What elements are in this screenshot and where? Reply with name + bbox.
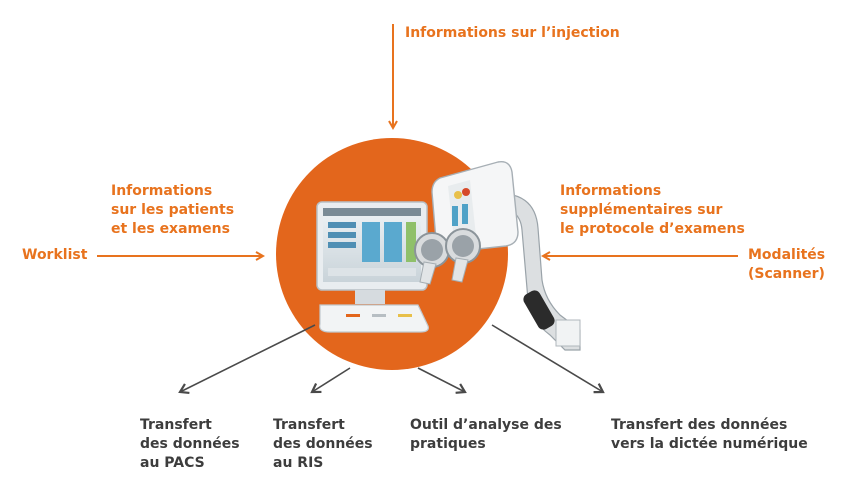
label-protocole-line2: supplémentaires sur <box>560 202 723 218</box>
label-pacs-line1: Transfert <box>140 417 212 433</box>
label-outil-line2: pratiques <box>410 436 486 452</box>
label-protocole: Informations supplémentaires sur le prot… <box>560 182 745 239</box>
label-protocole-line1: Informations <box>560 183 662 199</box>
label-outil: Outil d’analyse des pratiques <box>410 416 562 454</box>
arrow-outil <box>417 367 467 394</box>
label-patients-line3: et les examens <box>111 221 230 237</box>
label-patients-line1: Informations <box>111 183 213 199</box>
label-modalites: Modalités (Scanner) <box>748 246 825 284</box>
label-outil-line1: Outil d’analyse des <box>410 417 562 433</box>
label-patients-line2: sur les patients <box>111 202 235 218</box>
label-modalites-line1: Modalités <box>748 247 826 263</box>
label-modalites-line2: (Scanner) <box>748 266 825 282</box>
label-protocole-line3: le protocole d’examens <box>560 221 745 237</box>
label-dictee: Transfert des données vers la dictée num… <box>611 416 808 454</box>
arrow-ris <box>310 367 351 394</box>
label-dictee-line2: vers la dictée numérique <box>611 436 808 452</box>
label-ris-line1: Transfert <box>273 417 345 433</box>
label-patients: Informations sur les patients et les exa… <box>111 182 234 239</box>
label-pacs-line2: des données <box>140 436 240 452</box>
injector-device <box>414 161 581 351</box>
label-pacs-line3: au PACS <box>140 455 205 471</box>
label-pacs: Transfert des données au PACS <box>140 416 240 473</box>
label-worklist: Worklist <box>22 247 88 263</box>
label-ris: Transfert des données au RIS <box>273 416 373 473</box>
label-ris-line3: au RIS <box>273 455 324 471</box>
label-ris-line2: des données <box>273 436 373 452</box>
arrow-dictee <box>491 324 605 394</box>
label-injection: Informations sur l’injection <box>405 25 620 41</box>
monitor-device <box>316 201 429 333</box>
arrow-pacs <box>178 324 316 395</box>
label-dictee-line1: Transfert des données <box>611 417 788 433</box>
